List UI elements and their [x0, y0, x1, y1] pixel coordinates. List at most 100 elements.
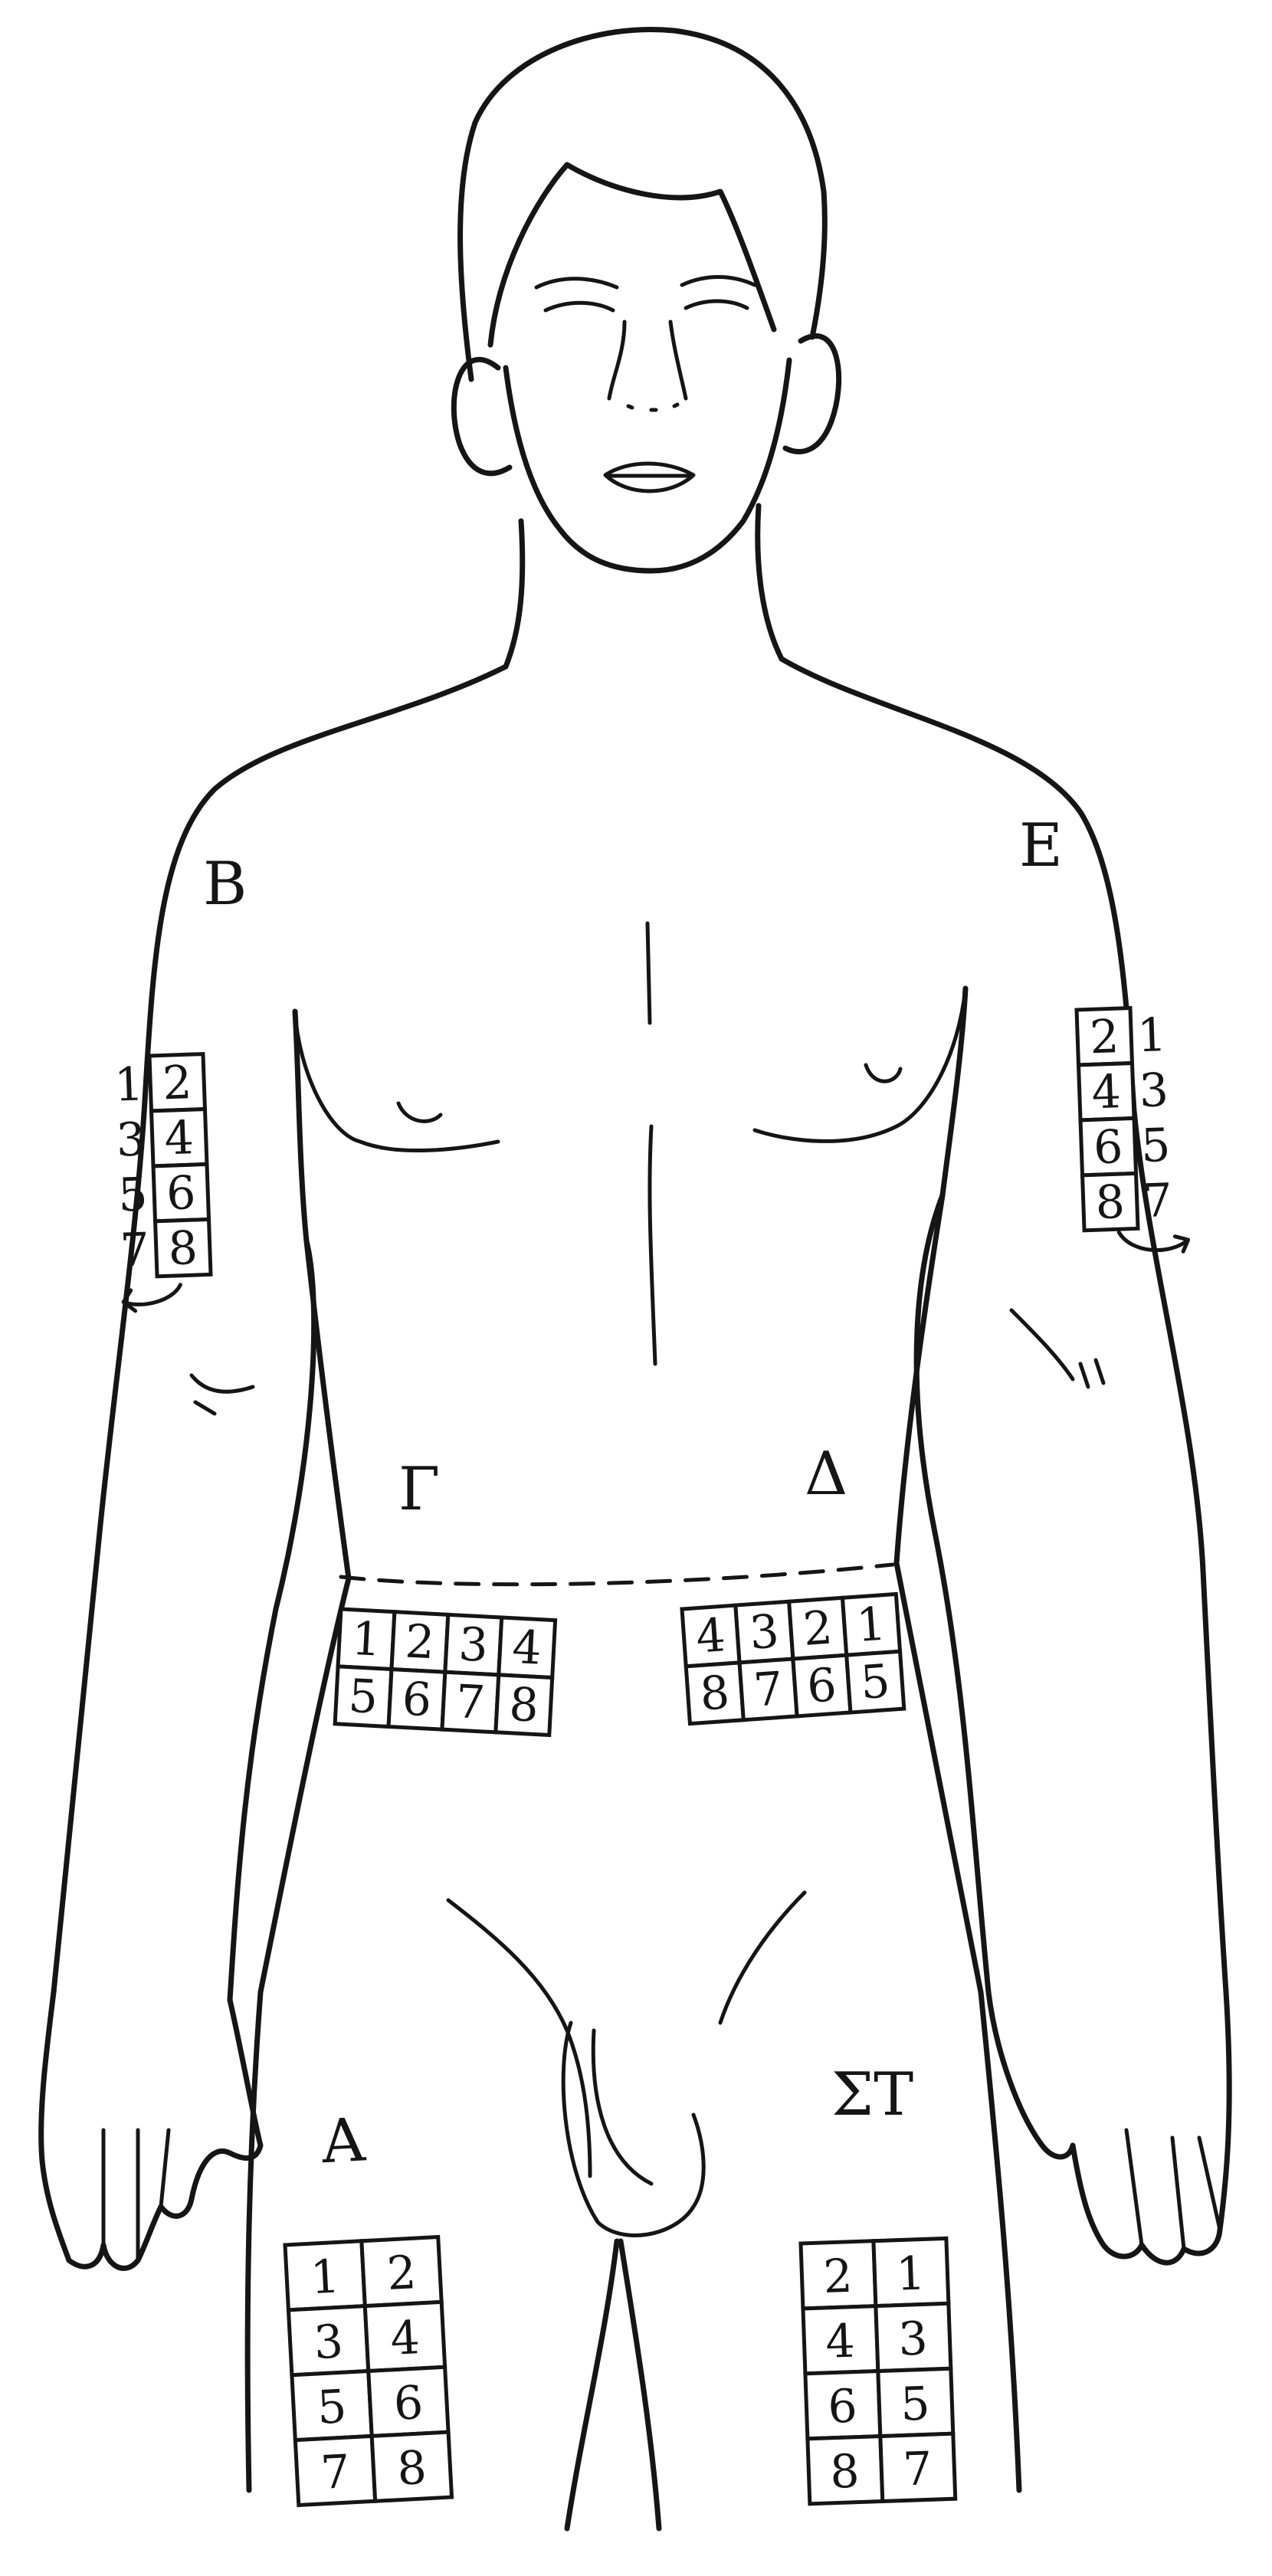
- left-eyebrow: [682, 277, 755, 286]
- left-eye: [686, 301, 747, 308]
- zone-b-side-num: 3: [116, 1113, 147, 1167]
- right-elbow-crease: [192, 1375, 253, 1414]
- zone-a: Α 1 2 3 4 5 6 7 8: [278, 2102, 452, 2506]
- zone-c-grid: 1 2 3 4 5 6 7 8: [335, 1609, 555, 1735]
- hairline: [490, 165, 774, 345]
- zone-a-num: 7: [320, 2445, 352, 2500]
- left-chest-line: [755, 988, 965, 1141]
- zone-c-num: 2: [404, 1614, 436, 1670]
- zone-c-num: 1: [350, 1612, 382, 1667]
- zone-a-num: 6: [392, 2376, 425, 2431]
- zone-b: Β 2 4 6 8 1 3 5 7: [113, 850, 247, 1311]
- zone-c: Γ 1 2 3 4 5 6 7 8: [335, 1455, 555, 1735]
- right-eye: [546, 303, 613, 310]
- sternum-line: [647, 923, 650, 1023]
- zone-d-num: 6: [805, 1658, 838, 1713]
- zone-e-grid: 2 4 6 8 1 3 5 7: [1077, 1006, 1188, 1255]
- zone-f-num: 3: [897, 2312, 929, 2366]
- zone-a-num: 3: [313, 2315, 345, 2370]
- waistline-dashed: [341, 1565, 893, 1585]
- left-ear: [785, 336, 839, 451]
- zone-f-num: 1: [895, 2247, 926, 2301]
- zone-d-label: Δ: [805, 1440, 847, 1509]
- zone-b-side-num: 1: [113, 1057, 145, 1112]
- right-fingers: [103, 2130, 169, 2260]
- right-inner-arm: [230, 1011, 314, 2000]
- zone-e-side-num: 5: [1140, 1119, 1172, 1173]
- zone-e-num: 2: [1089, 1010, 1120, 1064]
- right-ear: [454, 359, 510, 474]
- zone-b-num: 8: [168, 1221, 199, 1276]
- inner-leg-left: [621, 2241, 659, 2528]
- zone-a-num: 1: [309, 2250, 341, 2305]
- abdomen-line: [650, 1126, 655, 1364]
- hair-outline: [461, 30, 825, 380]
- inner-leg-right: [567, 2241, 617, 2528]
- zone-a-num: 5: [316, 2380, 348, 2435]
- zone-b-side-num: 5: [117, 1168, 149, 1222]
- zone-a-grid: 1 2 3 4 5 6 7 8: [285, 2237, 452, 2506]
- zone-d-num: 5: [859, 1654, 892, 1709]
- zone-c-num: 3: [457, 1617, 490, 1673]
- zone-a-num: 4: [389, 2311, 421, 2366]
- zone-b-label: Β: [203, 850, 247, 919]
- zone-d-num: 4: [694, 1608, 727, 1663]
- zone-e-num: 8: [1095, 1175, 1126, 1230]
- genital-outline: [563, 2023, 703, 2235]
- zone-a-num: 8: [396, 2441, 428, 2496]
- zone-f-num: 4: [825, 2315, 856, 2369]
- zone-f-num: 7: [902, 2442, 933, 2496]
- zone-d-grid: 4 3 2 1 8 7 6 5: [682, 1594, 904, 1723]
- zone-b-num: 2: [162, 1056, 193, 1110]
- zone-d-num: 2: [802, 1601, 834, 1656]
- zone-e-label: Ε: [1019, 811, 1063, 880]
- right-shoulder-arm-outer: [54, 667, 506, 1992]
- zone-c-num: 5: [347, 1670, 379, 1725]
- zone-c-num: 6: [401, 1672, 433, 1727]
- zone-f: ΣΤ 2 1 4 3 6 5 8 7: [801, 2060, 956, 2504]
- left-hand: [988, 1992, 1229, 2263]
- zone-f-num: 2: [822, 2250, 854, 2304]
- zone-b-num: 4: [163, 1111, 195, 1165]
- zone-a-num: 2: [385, 2246, 418, 2301]
- zone-e-side-num: 3: [1138, 1064, 1169, 1118]
- zone-f-num: 5: [900, 2377, 931, 2431]
- zone-b-side-num: 7: [120, 1223, 151, 1277]
- head: [454, 30, 838, 572]
- zone-e-num: 6: [1093, 1120, 1124, 1175]
- neck-left: [758, 506, 782, 659]
- right-chest-line: [295, 1011, 498, 1151]
- zone-e-side-num: 1: [1136, 1008, 1168, 1063]
- zone-c-num: 4: [511, 1621, 543, 1676]
- left-nipple: [866, 1065, 900, 1081]
- zone-c-num: 7: [454, 1675, 487, 1730]
- zone-d-num: 7: [752, 1662, 785, 1717]
- zone-f-num: 8: [829, 2445, 861, 2499]
- zone-d-num: 1: [855, 1598, 888, 1653]
- zone-b-grid: 2 4 6 8 1 3 5 7: [113, 1054, 212, 1312]
- zone-f-num: 6: [827, 2380, 858, 2434]
- zone-f-label: ΣΤ: [831, 2060, 913, 2129]
- groin-left: [720, 1893, 805, 2023]
- left-fingers: [1126, 2130, 1220, 2249]
- zone-d-num: 3: [748, 1604, 781, 1660]
- mouth: [605, 464, 693, 491]
- nose-left: [670, 322, 686, 398]
- nostrils: [628, 405, 677, 410]
- body-outline: [41, 506, 1230, 2528]
- right-eyebrow: [536, 279, 617, 287]
- zone-e-num: 4: [1090, 1065, 1122, 1119]
- right-nipple: [398, 1103, 441, 1121]
- zone-d-num: 8: [698, 1666, 731, 1721]
- zone-d: Δ 4 3 2 1 8 7 6 5: [682, 1440, 904, 1724]
- zone-f-grid: 2 1 4 3 6 5 8 7: [801, 2238, 956, 2503]
- zone-c-label: Γ: [398, 1455, 440, 1524]
- zone-b-num: 6: [166, 1166, 197, 1221]
- zone-a-label: Α: [320, 2106, 369, 2177]
- right-hand: [41, 1992, 261, 2268]
- zone-b-wrap-arrow: [123, 1285, 181, 1312]
- left-elbow-crease: [1011, 1310, 1103, 1387]
- left-shoulder-arm-outer: [782, 659, 1226, 1992]
- nose-right: [609, 322, 625, 398]
